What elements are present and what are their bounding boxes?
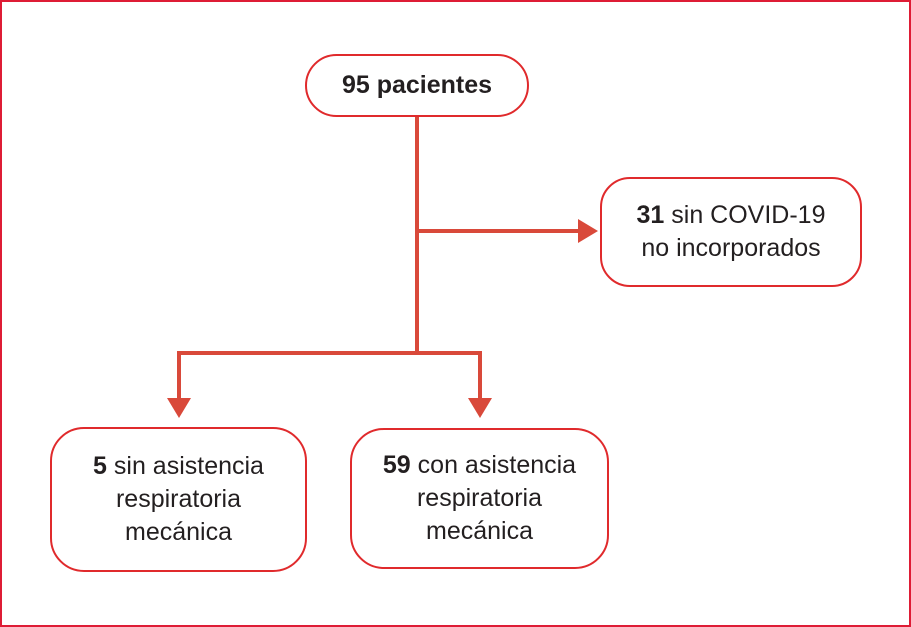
node-with-line1: 59 con asistencia [383, 449, 576, 482]
connector-total-to-excluded [417, 229, 579, 233]
without-mv-label-line3: mecánica [125, 518, 232, 546]
excluded-label-line1: sin COVID-19 [664, 201, 826, 229]
connector-total-to-split [415, 116, 419, 355]
node-with-line2: respiratoria [417, 482, 542, 515]
total-label: pacientes [369, 71, 493, 99]
without-mv-label-line1: sin asistencia [106, 452, 264, 480]
with-mv-label-line3: mecánica [426, 517, 533, 545]
with-mv-count: 59 [382, 451, 411, 479]
arrowhead-down-left-icon [167, 398, 191, 418]
total-count: 95 [341, 71, 370, 99]
node-with-mechanical-ventilation: 59 con asistencia respiratoria mecánica [350, 428, 609, 569]
node-with-line3: mecánica [426, 515, 533, 548]
without-mv-count: 5 [93, 452, 107, 480]
connector-split-bar [177, 351, 482, 355]
excluded-label-line2: no incorporados [641, 234, 821, 262]
with-mv-label-line2: respiratoria [416, 484, 543, 512]
node-excluded-no-covid: 31 sin COVID-19 no incorporados [600, 177, 862, 287]
node-without-line3: mecánica [125, 516, 232, 549]
connector-split-to-without-mv [177, 351, 181, 400]
node-without-line1: 5 sin asistencia [93, 450, 264, 483]
node-total-patients: 95 pacientes [305, 54, 529, 117]
node-without-line2: respiratoria [116, 483, 241, 516]
node-without-mechanical-ventilation: 5 sin asistencia respiratoria mecánica [50, 427, 307, 572]
node-excluded-line1: 31 sin COVID-19 [637, 199, 826, 232]
arrowhead-down-right-icon [468, 398, 492, 418]
connector-split-to-with-mv [478, 351, 482, 400]
without-mv-label-line2: respiratoria [115, 485, 242, 513]
with-mv-label-line1: con asistencia [410, 451, 577, 479]
arrowhead-right-icon [578, 219, 598, 243]
node-excluded-line2: no incorporados [641, 232, 820, 265]
excluded-count: 31 [636, 201, 665, 229]
node-total-line1: 95 pacientes [342, 69, 492, 102]
